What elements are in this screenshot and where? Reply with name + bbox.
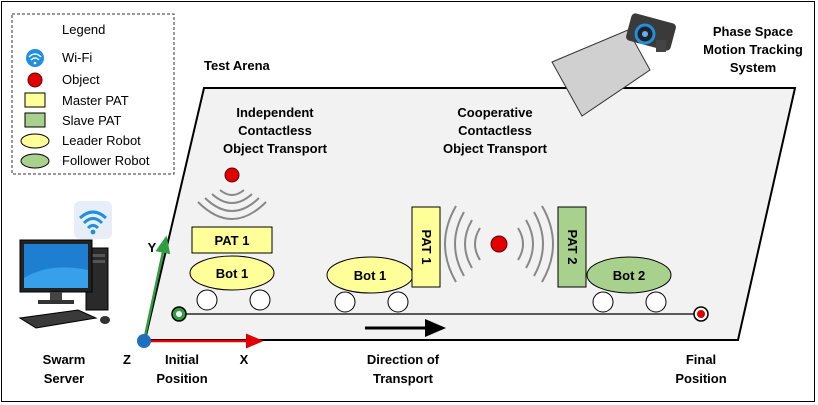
initial-label-1: Initial [165,352,199,367]
motion-tracking-label-1: Phase Space [713,24,793,39]
bot2 [586,256,672,313]
z-axis-label: Z [123,352,131,367]
object-left [224,167,240,183]
legend-item-slave-pat: Slave PAT [62,113,122,128]
follower-robot-swatch [20,153,50,169]
pat2-vertical-label: PAT 2 [565,230,580,265]
bot1-mid-label: Bot 1 [354,268,387,283]
initial-position-center [176,311,182,317]
cooperative-label-2: Contactless [458,123,532,138]
bot1-left [189,255,275,311]
independent-label-3: Object Transport [223,141,328,156]
pat1-left [191,226,273,254]
bot2-label: Bot 2 [613,268,646,283]
direction-label-2: Transport [373,371,434,386]
server-label-1: Swarm [43,352,86,367]
legend-item-wifi: Wi-Fi [62,50,92,65]
independent-label-1: Independent [236,105,314,120]
pat1-left-label: PAT 1 [215,233,250,248]
motion-tracking-label-2: Motion Tracking [703,42,803,57]
final-label-2: Position [675,371,726,386]
legend-item-leader-robot: Leader Robot [62,133,141,148]
cooperative-label-3: Object Transport [443,141,548,156]
leader-robot-swatch [20,133,50,149]
legend-title: Legend [62,22,105,37]
wifi-icon [74,201,112,239]
server-label-2: Server [44,371,84,386]
master-pat-swatch [24,92,46,108]
pat1-vertical-label: PAT 1 [419,230,434,265]
y-axis-label: Y [148,240,157,255]
y-axis [142,235,171,342]
pat1-vertical [411,206,441,288]
legend-item-object: Object [62,72,100,87]
legend-item-follower-robot: Follower Robot [62,153,150,168]
acoustic-waves-cooperative [444,205,554,283]
object-icon [27,72,43,88]
final-position-center [697,310,705,318]
wifi-icon [26,49,44,67]
motion-tracking-label-3: System [730,60,776,75]
final-label-1: Final [686,352,716,367]
acoustic-waves-left [197,189,267,220]
direction-label-1: Direction of [367,352,440,367]
cooperative-label-1: Cooperative [457,105,532,120]
origin-z-axis [137,334,151,348]
slave-pat-swatch [24,112,46,128]
camera-icon [626,13,676,52]
computer-icon [18,239,110,329]
bot1-left-label: Bot 1 [216,266,249,281]
legend-item-master-pat: Master PAT [62,93,129,108]
x-axis-label: X [240,352,249,367]
object-cooperative [490,235,508,253]
arena-label: Test Arena [204,58,271,73]
independent-label-2: Contactless [238,123,312,138]
initial-label-2: Position [156,371,207,386]
camera-fov-cone [551,29,651,117]
pat2-vertical [557,206,587,288]
legend: Legend Wi-Fi Object Master PAT Slave PAT… [11,13,175,175]
